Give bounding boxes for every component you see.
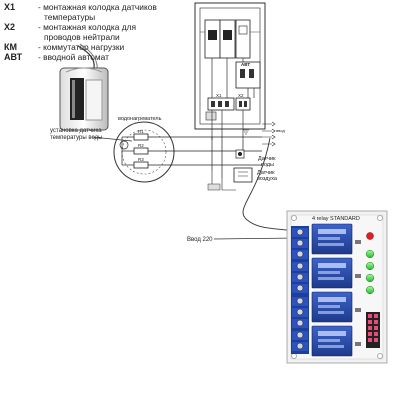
x2-label: X2	[238, 93, 244, 98]
heater-r2-label: R2	[138, 143, 144, 148]
relay-1	[311, 223, 353, 255]
heater-r1-label: R1	[138, 129, 144, 134]
board-title: 4 relay STANDARD	[312, 216, 360, 222]
relay-3	[311, 291, 353, 323]
legend-text: - коммутатор нагрузки	[38, 42, 125, 52]
status-leds	[365, 249, 375, 295]
legend-text: проводов нейтрали	[44, 32, 120, 42]
water-sensor-box	[235, 149, 245, 159]
sensor-install-label-2: температуры воды	[50, 135, 102, 141]
water-temperature-sensor	[59, 43, 109, 131]
x1-label: X1	[216, 93, 222, 98]
heater-r3-label: R3	[138, 157, 144, 162]
legend-code: КМ	[4, 42, 17, 52]
legend: X1 - монтажная колодка датчиков температ…	[4, 2, 234, 62]
legend-text: - вводной автомат	[38, 52, 109, 62]
relay-4	[311, 325, 353, 357]
legend-row-km: КМ - коммутатор нагрузки	[4, 42, 234, 52]
input-220-label: Ввод 220	[187, 237, 213, 243]
relay-board	[286, 210, 388, 364]
legend-row-avt: АВТ - вводной автомат	[4, 52, 234, 62]
legend-text: - монтажная колодка для	[38, 22, 137, 32]
legend-code: X2	[4, 22, 16, 32]
screw-terminals	[291, 226, 309, 354]
legend-row-x2: X2 - монтажная колодка для	[4, 22, 234, 32]
heater-label: водонагреватель	[118, 116, 162, 122]
legend-row-x1: X1 - монтажная колодка датчиков	[4, 2, 234, 12]
water-heater	[113, 121, 176, 183]
legend-row-x2-cont: проводов нейтрали	[4, 32, 234, 42]
power-led	[366, 232, 374, 240]
water-sensor-label-1: Датчик	[258, 156, 276, 162]
relay-2	[311, 257, 353, 289]
air-sensor-box	[233, 167, 253, 183]
signal-wire	[242, 137, 301, 233]
phase-mark: ввод	[276, 128, 285, 133]
legend-text: - монтажная колодка датчиков	[38, 2, 157, 12]
legend-text: температуры	[44, 12, 96, 22]
legend-row-x1-cont: температуры	[4, 12, 234, 22]
legend-code: X1	[4, 2, 16, 12]
sensor-install-label-1: установка датчика	[50, 128, 102, 134]
air-sensor-label-1: Датчик	[257, 170, 275, 176]
km-label: КМ	[225, 34, 232, 40]
water-sensor-label-2: воды	[261, 162, 274, 168]
control-cabinet	[194, 2, 266, 140]
air-sensor-label-2: воздуха	[257, 176, 278, 182]
legend-code: АВТ	[4, 52, 23, 62]
header-pins	[366, 312, 380, 348]
avt-label: АВТ	[241, 62, 250, 67]
